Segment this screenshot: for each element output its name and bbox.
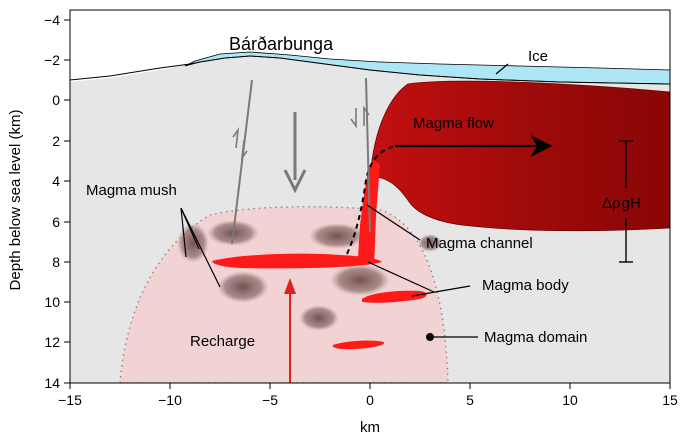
y-axis: −4 −2 0 2 4 6 8 10 12 14 [44, 12, 70, 391]
surface-line [70, 55, 670, 85]
y-tick-label: 14 [44, 375, 60, 391]
x-tick-label: −10 [158, 392, 182, 408]
y-axis-title: Depth below sea level (km) [7, 110, 24, 291]
dike-body [371, 80, 670, 232]
x-tick-label: 5 [466, 392, 474, 408]
recharge-arrow [284, 278, 296, 383]
magma-mush-patches [177, 220, 442, 331]
pressure-head-label: Δρ gH [602, 195, 641, 212]
magma-body-lower [332, 340, 385, 350]
x-tick-label: −5 [262, 392, 278, 408]
magma-channel-dashed [342, 145, 396, 263]
ice-label: Ice [528, 48, 548, 65]
y-tick-label: 12 [44, 334, 60, 350]
x-tick-label: 10 [562, 392, 578, 408]
magma-body-main [212, 253, 382, 269]
y-tick-label: 6 [52, 214, 60, 230]
magma-flow-label: Magma flow [413, 115, 494, 132]
x-tick-label: 15 [662, 392, 678, 408]
slip-arrows-left [232, 127, 248, 161]
y-tick-label: 8 [52, 254, 60, 270]
magma-body-small [362, 290, 427, 303]
x-tick-label: −15 [58, 392, 82, 408]
fault-left [231, 79, 253, 245]
magma-mush-label: Magma mush [86, 182, 177, 199]
y-tick-label: 2 [52, 133, 60, 149]
y-tick-label: −2 [44, 52, 60, 68]
y-tick-label: 4 [52, 173, 60, 189]
magma-body-label: Magma body [482, 277, 569, 294]
pressure-head-bar [619, 140, 633, 263]
leader-lines [180, 63, 509, 338]
slip-arrows-right [350, 105, 370, 129]
magma-domain-dot [426, 333, 434, 341]
x-axis-title: km [360, 419, 380, 436]
y-tick-label: −4 [44, 12, 60, 28]
x-tick-label: 0 [366, 392, 374, 408]
volcano-label: Bárðarbunga [229, 34, 334, 54]
subsidence-arrow [283, 112, 307, 194]
x-axis: −15 −10 −5 0 5 10 15 [58, 383, 678, 408]
y-tick-label: 10 [44, 294, 60, 310]
magma-domain-label: Magma domain [484, 329, 587, 346]
magma-channel-label: Magma channel [426, 235, 533, 252]
y-tick-label: 0 [52, 92, 60, 108]
recharge-label: Recharge [190, 333, 255, 350]
